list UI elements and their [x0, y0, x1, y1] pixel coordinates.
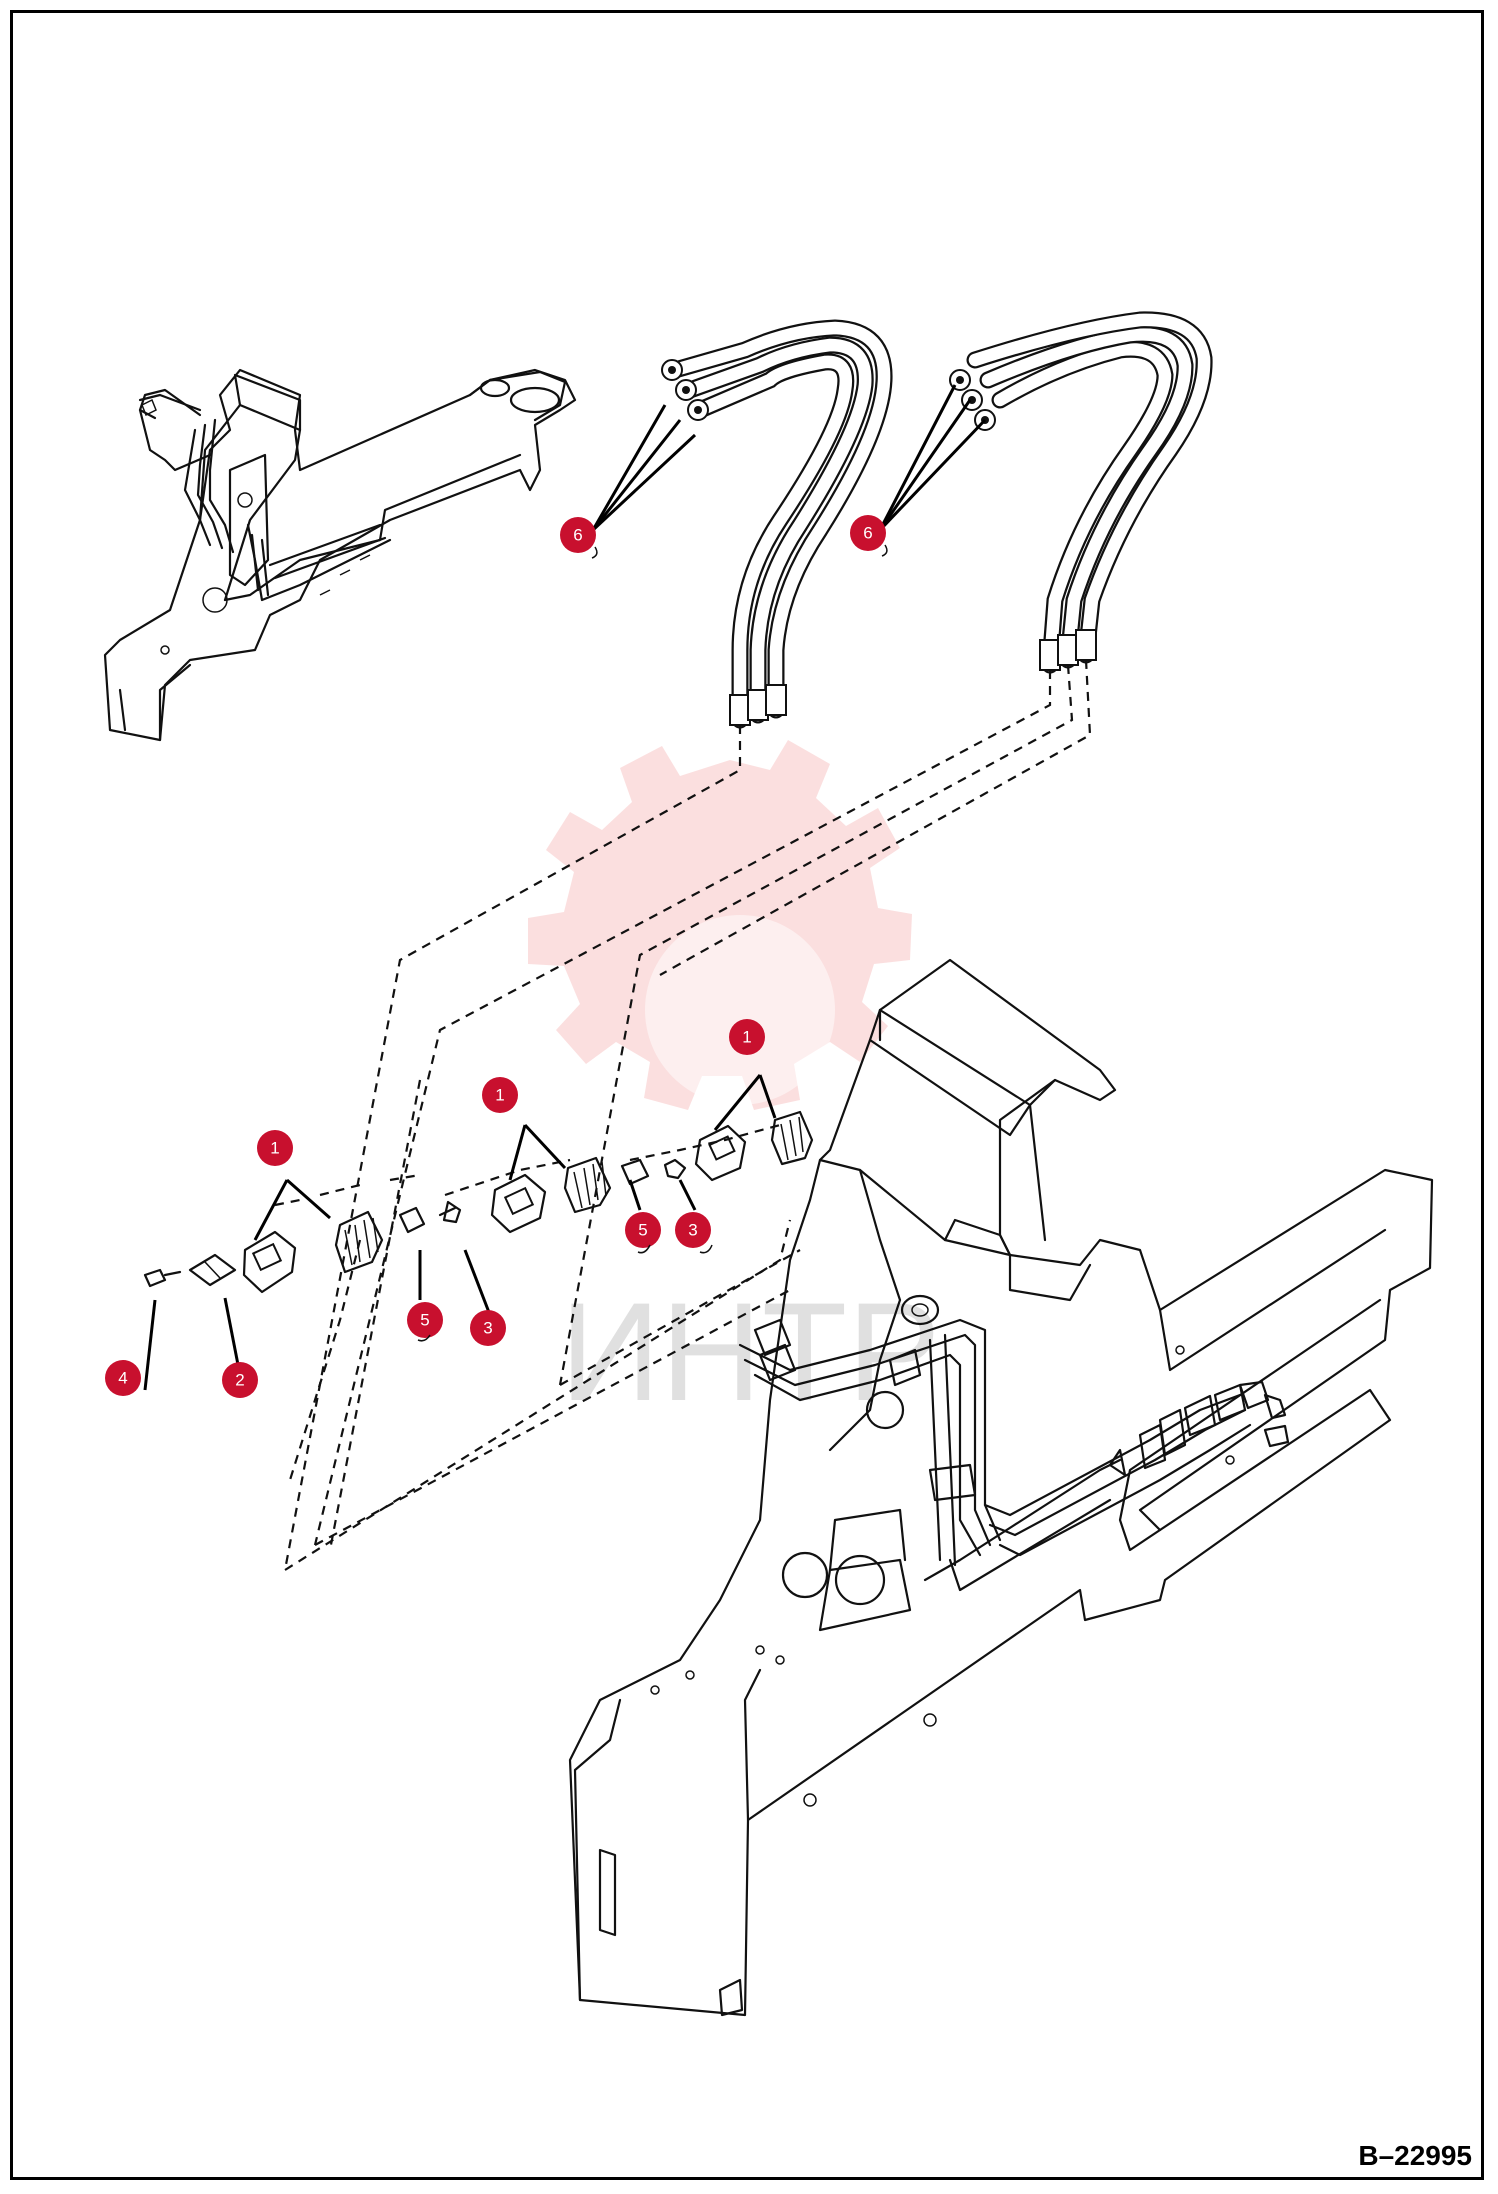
svg-text:3: 3 [688, 1221, 697, 1240]
watermark-text: ИНТР [560, 1273, 941, 1430]
svg-text:1: 1 [495, 1086, 504, 1105]
callout-4: 4 [105, 1360, 141, 1396]
callouts: 1 1 1 2 3 3 4 5 5 6 6 [105, 515, 886, 1398]
callout-2: 2 [222, 1362, 258, 1398]
svg-text:6: 6 [573, 526, 582, 545]
svg-text:5: 5 [420, 1311, 429, 1330]
callout-3-right: 3 [675, 1212, 711, 1248]
callout-6-left: 6 [560, 517, 596, 553]
drawing-frame [10, 10, 1484, 2180]
callout-3-left: 3 [470, 1310, 506, 1346]
leader-lines [143, 384, 987, 1391]
callout-1-right: 1 [729, 1019, 765, 1055]
svg-text:1: 1 [270, 1139, 279, 1158]
main-frame-assembly [568, 958, 1434, 2017]
svg-text:5: 5 [638, 1221, 647, 1240]
clamp-hardware [143, 1110, 814, 1294]
svg-text:1: 1 [742, 1028, 751, 1047]
drawing-number: B–22995 [1358, 2140, 1472, 2171]
svg-text:3: 3 [483, 1319, 492, 1338]
svg-text:6: 6 [863, 524, 872, 543]
hose-bundle-left [661, 319, 893, 729]
hose-bundle-right [949, 311, 1213, 674]
clamp-right [694, 1110, 814, 1182]
callout-1-left: 1 [257, 1130, 293, 1166]
svg-text:4: 4 [118, 1369, 127, 1388]
callout-hooks [417, 544, 888, 1342]
callout-5-right: 5 [625, 1212, 661, 1248]
svg-text:2: 2 [235, 1371, 244, 1390]
clamp-middle [490, 1156, 687, 1234]
callout-1-middle: 1 [482, 1077, 518, 1113]
callout-5-left: 5 [407, 1302, 443, 1338]
frame-overview-assembly [103, 368, 577, 742]
watermark-logo: ИНТР [528, 740, 941, 1430]
clamp-left [143, 1200, 462, 1294]
callout-6-right: 6 [850, 515, 886, 551]
